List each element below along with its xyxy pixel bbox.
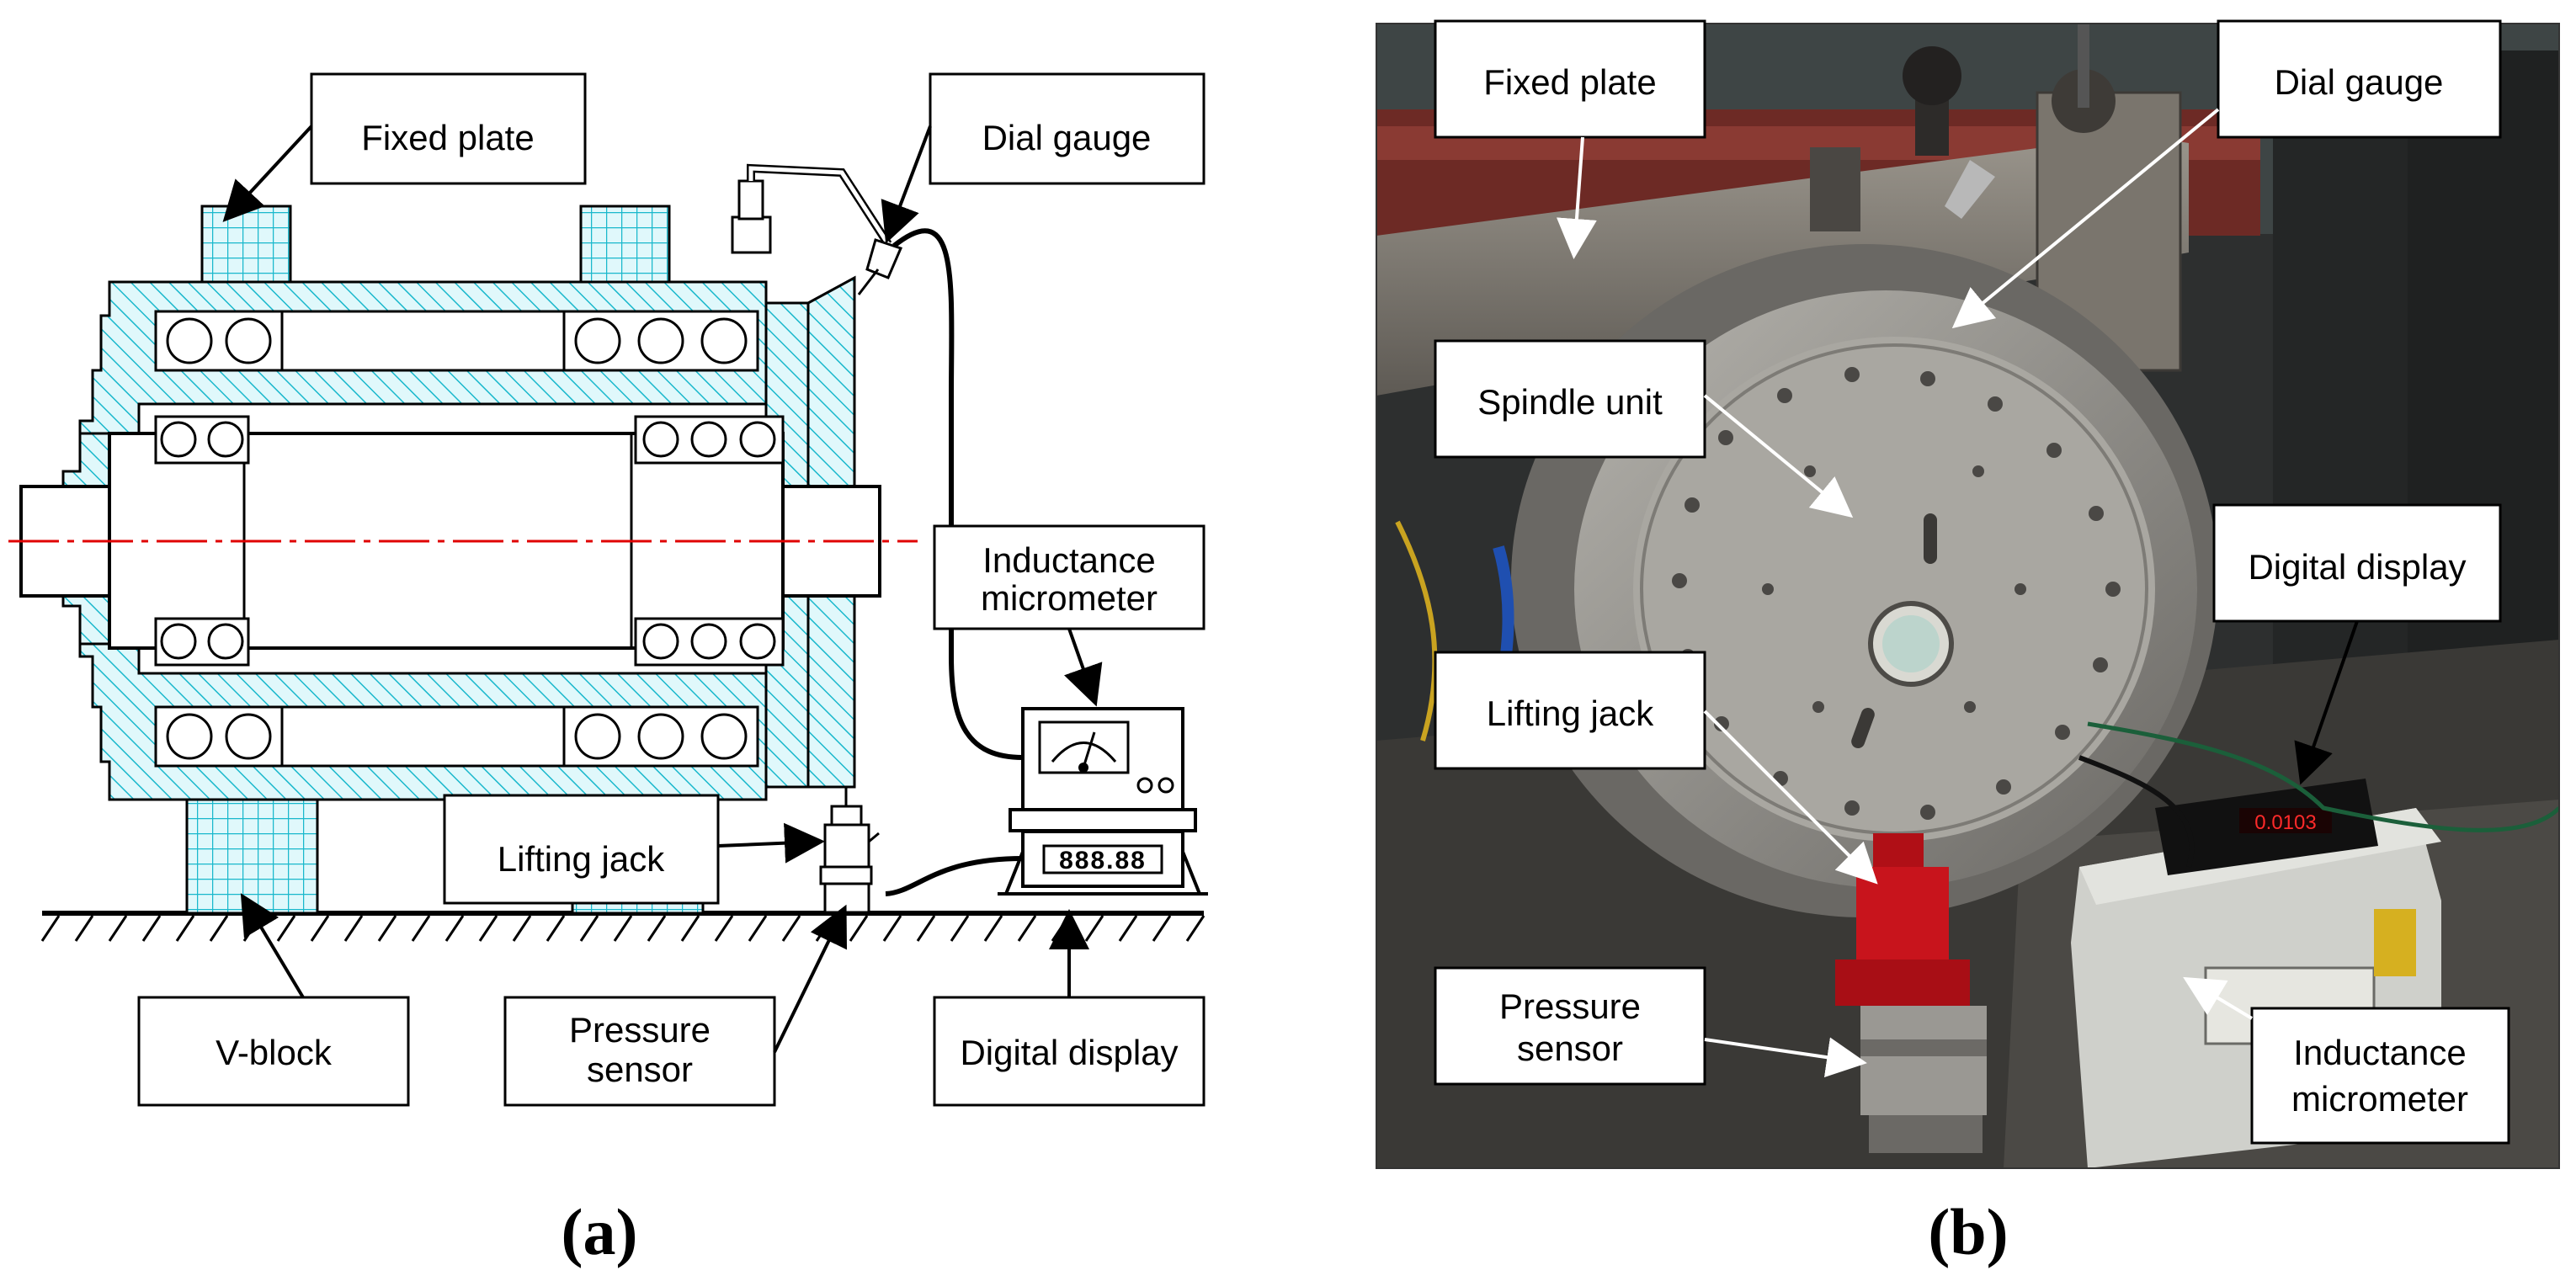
label-fixed-plate-b: Fixed plate	[1434, 19, 1706, 259]
svg-text:V-block: V-block	[216, 1033, 333, 1072]
svg-text:Spindle unit: Spindle unit	[1477, 382, 1663, 422]
svg-text:Lifting jack: Lifting jack	[498, 839, 665, 879]
display-readout-a: 888.88	[1059, 847, 1147, 874]
svg-text:Pressure: Pressure	[1499, 986, 1641, 1026]
label-dial-gauge-a: Dial gauge	[881, 72, 1206, 244]
svg-text:sensor: sensor	[1517, 1029, 1623, 1068]
svg-text:sensor: sensor	[587, 1050, 693, 1089]
fixed-plate-left	[200, 205, 292, 284]
label-inductance-micrometer-a: Inductance micrometer	[933, 524, 1206, 707]
bearings-bottom-left	[154, 617, 284, 768]
label-pressure-sensor-b: Pressure sensor	[1434, 966, 1867, 1086]
svg-text:Pressure: Pressure	[569, 1010, 711, 1050]
inductance-micrometer-device	[1004, 707, 1201, 895]
label-spindle-unit-b: Spindle unit	[1434, 339, 1854, 518]
dial-gauge-stand	[731, 163, 903, 295]
caption-a: (a)	[562, 1195, 638, 1268]
label-digital-display-a: Digital display	[933, 909, 1206, 1107]
lifting-jack-schematic	[819, 787, 880, 914]
bearings-top-left	[154, 310, 284, 465]
label-inductance-micrometer-b: Inductance micrometer	[2183, 976, 2510, 1145]
label-digital-display-b: Digital display	[2212, 503, 2502, 785]
bearings-bottom-right	[562, 617, 785, 768]
panel-a-schematic: 888.88 Fixed plate Dial gauge Induc	[8, 72, 1208, 1268]
photo-frame	[1376, 23, 2560, 1169]
label-fixed-plate-a: Fixed plate	[222, 72, 587, 222]
svg-text:Dial gauge: Dial gauge	[982, 118, 1152, 157]
label-v-block-a: V-block	[137, 893, 410, 1107]
svg-text:Lifting jack: Lifting jack	[1487, 694, 1654, 733]
svg-text:Digital display: Digital display	[960, 1033, 1178, 1072]
sensor-cable	[885, 856, 1024, 896]
fixed-plate-right	[579, 205, 671, 284]
label-pressure-sensor-a: Pressure sensor	[503, 904, 848, 1107]
svg-text:Inductance: Inductance	[982, 540, 1156, 580]
svg-text:micrometer: micrometer	[981, 578, 1158, 618]
label-lifting-jack-a: Lifting jack	[443, 794, 825, 905]
svg-text:Digital display: Digital display	[2248, 547, 2466, 587]
svg-text:micrometer: micrometer	[2291, 1079, 2468, 1119]
label-dial-gauge-b: Dial gauge	[1951, 19, 2502, 329]
svg-text:Dial gauge: Dial gauge	[2275, 62, 2444, 102]
v-block-left	[185, 785, 319, 915]
dial-gauge-cable	[892, 228, 1024, 760]
svg-text:Fixed plate: Fixed plate	[361, 118, 534, 157]
svg-text:Fixed plate: Fixed plate	[1483, 62, 1656, 102]
caption-b: (b)	[1928, 1195, 2008, 1268]
label-lifting-jack-b: Lifting jack	[1434, 651, 1878, 885]
bearings-top-right	[562, 310, 785, 465]
digital-display-device: 888.88	[998, 830, 1208, 896]
ground-line	[40, 911, 1206, 942]
svg-text:0.0103: 0.0103	[2254, 811, 2316, 834]
svg-text:Inductance: Inductance	[2293, 1033, 2467, 1072]
panel-b-photo: 0.0103 Fixed plate Dial gauge Spindle un…	[1376, 19, 2560, 1268]
